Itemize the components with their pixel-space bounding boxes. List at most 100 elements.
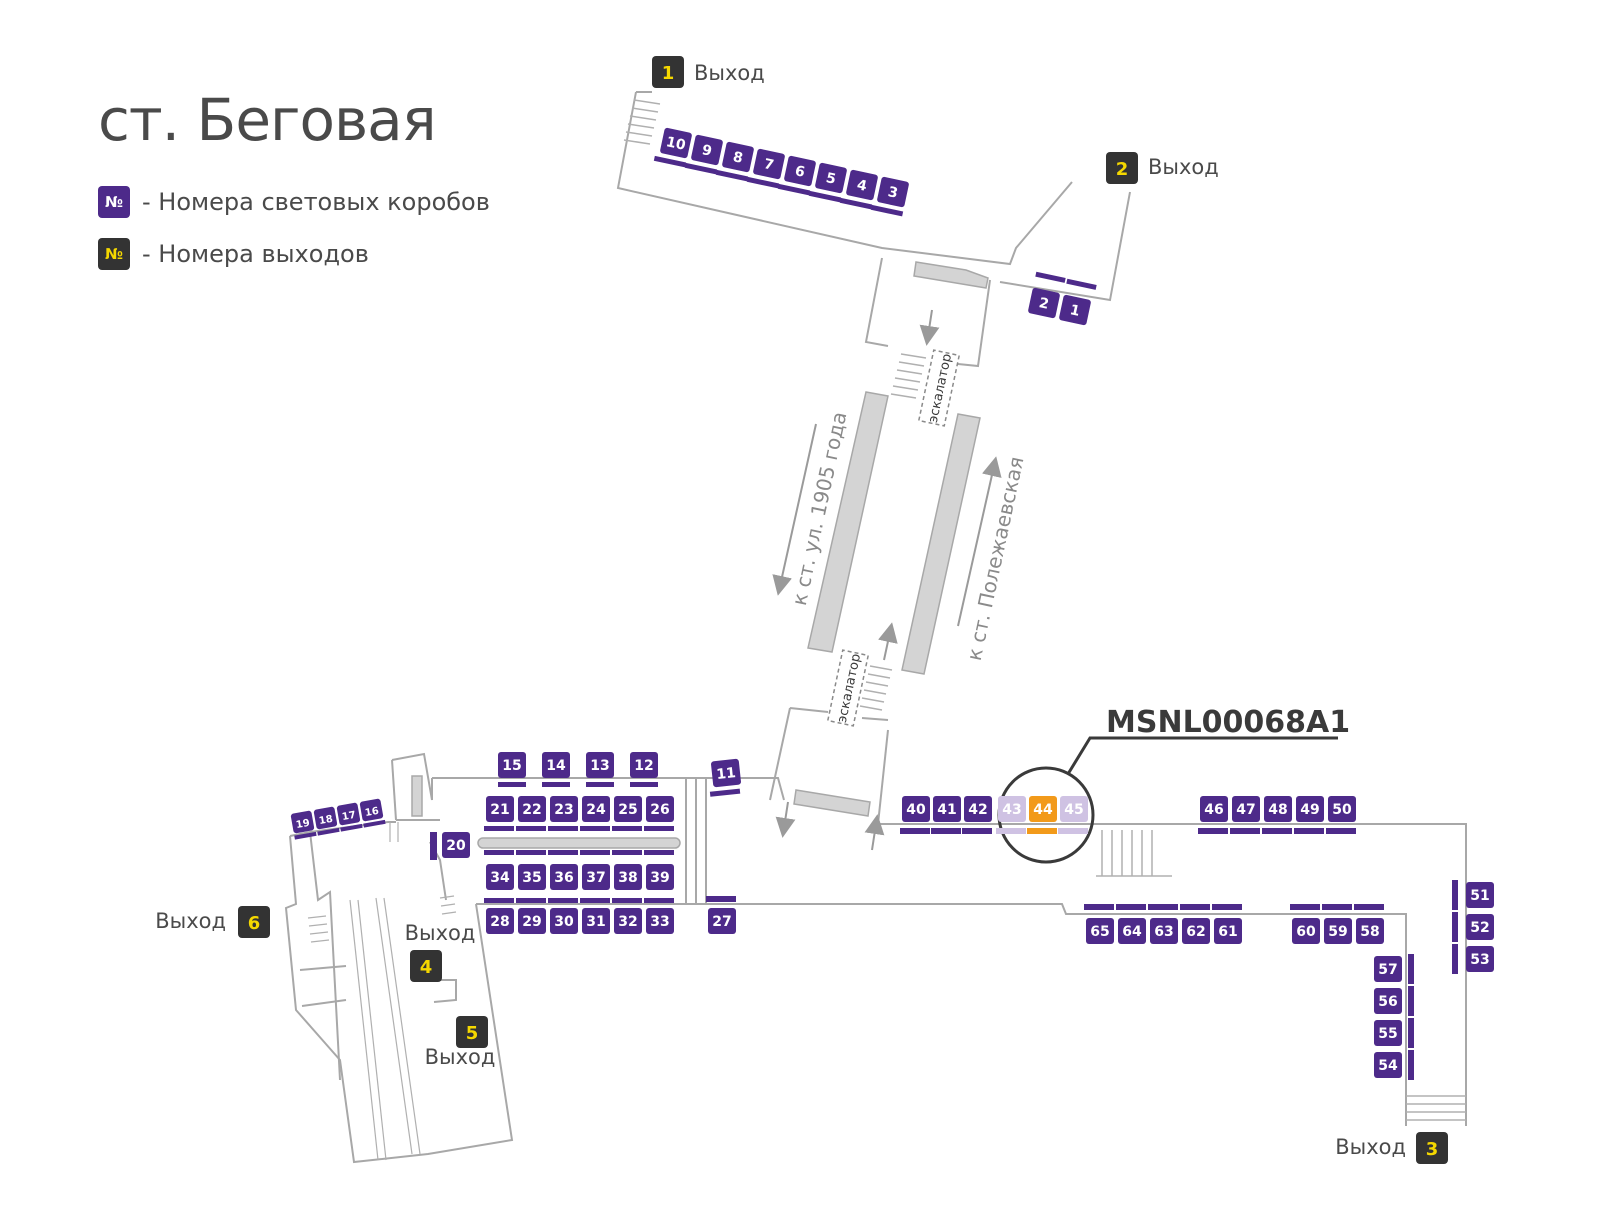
light-box-52[interactable]: 52: [1452, 912, 1494, 942]
light-box-bar: [839, 197, 873, 210]
arrow-up-right: [957, 456, 1002, 627]
light-box-rect: [646, 908, 674, 934]
light-box-37[interactable]: 37: [580, 850, 610, 890]
light-box-62[interactable]: 62: [1180, 904, 1210, 944]
light-box-bar: [1290, 904, 1320, 910]
light-box-9[interactable]: 9: [684, 134, 724, 175]
light-box-50[interactable]: 50: [1326, 796, 1356, 834]
light-box-11[interactable]: 11: [707, 758, 742, 797]
light-box-32[interactable]: 32: [612, 898, 642, 934]
light-box-53[interactable]: 53: [1452, 944, 1494, 974]
light-box-25[interactable]: 25: [612, 796, 642, 831]
light-box-8[interactable]: 8: [715, 141, 755, 182]
light-box-bar: [684, 162, 718, 175]
light-box-39[interactable]: 39: [644, 850, 674, 890]
light-box-33[interactable]: 33: [644, 898, 674, 934]
light-box-42[interactable]: 42: [962, 796, 992, 834]
light-box-6[interactable]: 6: [777, 155, 817, 196]
light-box-12[interactable]: 12: [630, 752, 658, 787]
light-box-20[interactable]: 20: [430, 832, 470, 860]
light-box-57[interactable]: 57: [1374, 954, 1414, 984]
light-box-rect: [498, 752, 526, 778]
light-box-38[interactable]: 38: [612, 850, 642, 890]
light-box-27[interactable]: 27: [706, 896, 736, 934]
light-box-rect: [1296, 796, 1324, 822]
light-box-60[interactable]: 60: [1290, 904, 1320, 944]
escalator-bottom: эскалатор: [826, 649, 870, 727]
light-box-rect: [1200, 796, 1228, 822]
light-box-45[interactable]: 45: [1058, 796, 1088, 834]
light-box-44[interactable]: 44: [1027, 796, 1057, 834]
light-box-4[interactable]: 4: [839, 169, 879, 210]
light-box-15[interactable]: 15: [498, 752, 526, 787]
light-box-46[interactable]: 46: [1198, 796, 1228, 834]
light-box-number: 41: [937, 802, 956, 818]
light-box-36[interactable]: 36: [548, 850, 578, 890]
light-box-bar: [706, 896, 736, 902]
exit-label: Выход: [425, 1045, 496, 1069]
light-box-1[interactable]: 1: [1059, 278, 1097, 326]
light-box-rect: [1374, 1020, 1402, 1046]
light-box-64[interactable]: 64: [1116, 904, 1146, 944]
light-box-34[interactable]: 34: [484, 850, 514, 890]
light-box-rect: [1118, 918, 1146, 944]
light-box-47[interactable]: 47: [1230, 796, 1260, 834]
light-box-40[interactable]: 40: [900, 796, 930, 834]
light-box-number: 46: [1204, 802, 1223, 818]
light-box-63[interactable]: 63: [1148, 904, 1178, 944]
light-box-bar: [484, 826, 514, 831]
light-box-24[interactable]: 24: [580, 796, 610, 831]
light-box-54[interactable]: 54: [1374, 1050, 1414, 1080]
light-box-3[interactable]: 3: [870, 176, 910, 217]
light-box-5[interactable]: 5: [808, 162, 848, 203]
light-box-48[interactable]: 48: [1262, 796, 1292, 834]
light-box-bar: [1294, 828, 1324, 834]
light-box-rect: [753, 148, 785, 180]
exit-label: Выход: [694, 61, 765, 85]
light-box-21[interactable]: 21: [484, 796, 514, 831]
light-box-26[interactable]: 26: [644, 796, 674, 831]
light-box-bar: [516, 850, 546, 855]
light-box-59[interactable]: 59: [1322, 904, 1352, 944]
light-box-17[interactable]: 17: [336, 802, 363, 832]
light-box-56[interactable]: 56: [1374, 986, 1414, 1016]
light-box-rect: [646, 796, 674, 822]
light-box-55[interactable]: 55: [1374, 1018, 1414, 1048]
light-box-58[interactable]: 58: [1354, 904, 1384, 944]
light-box-13[interactable]: 13: [586, 752, 614, 787]
light-box-22[interactable]: 22: [516, 796, 546, 831]
light-box-number: 56: [1378, 994, 1397, 1010]
light-box-18[interactable]: 18: [313, 806, 340, 836]
light-box-14[interactable]: 14: [542, 752, 570, 787]
light-box-2[interactable]: 2: [1028, 271, 1066, 319]
light-box-bar: [612, 898, 642, 903]
light-box-rect: [336, 802, 361, 826]
light-box-65[interactable]: 65: [1084, 904, 1114, 944]
light-box-41[interactable]: 41: [931, 796, 961, 834]
legend-box-swatch: №: [98, 186, 130, 218]
light-box-29[interactable]: 29: [516, 898, 546, 934]
light-box-30[interactable]: 30: [548, 898, 578, 934]
light-box-16[interactable]: 16: [359, 798, 386, 828]
light-box-35[interactable]: 35: [516, 850, 546, 890]
light-box-bar: [644, 850, 674, 855]
light-box-7[interactable]: 7: [746, 148, 786, 189]
light-box-23[interactable]: 23: [548, 796, 578, 831]
light-box-10[interactable]: 10: [653, 127, 693, 168]
light-box-28[interactable]: 28: [484, 898, 514, 934]
light-box-31[interactable]: 31: [580, 898, 610, 934]
light-box-bar: [430, 832, 437, 860]
light-box-19[interactable]: 19: [290, 810, 317, 840]
light-box-61[interactable]: 61: [1212, 904, 1242, 944]
light-box-number: 40: [906, 802, 926, 818]
light-box-bar: [580, 850, 610, 855]
light-box-51[interactable]: 51: [1452, 880, 1494, 910]
light-box-43[interactable]: 43: [996, 796, 1026, 834]
light-box-49[interactable]: 49: [1294, 796, 1324, 834]
